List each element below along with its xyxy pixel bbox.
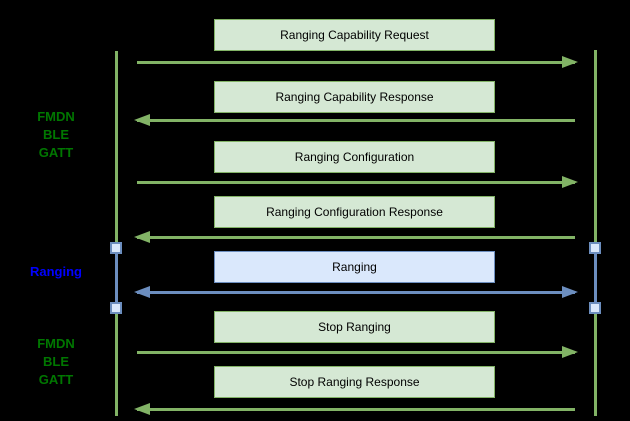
arrow-shaft	[137, 118, 575, 122]
arrow-left-ranging-configuration-response	[134, 231, 577, 243]
box-stop-ranging: Stop Ranging	[214, 311, 495, 343]
arrow-shaft	[137, 290, 575, 294]
box-ranging-configuration-response: Ranging Configuration Response	[214, 196, 495, 228]
phase-label-fmdn-ble-gatt-top: FMDN BLE GATT	[12, 108, 100, 162]
phase-label-ranging: Ranging	[30, 264, 82, 279]
box-stop-ranging-response: Stop Ranging Response	[214, 366, 495, 398]
phase-label-line: BLE	[43, 127, 69, 142]
arrow-shaft	[137, 60, 575, 64]
ranging-start-marker-right	[589, 242, 601, 254]
arrow-left-ranging-capability-response	[134, 114, 577, 126]
arrow-left-stop-ranging-response	[134, 403, 577, 415]
lifeline-right-ranging-segment	[594, 247, 597, 308]
phase-label-line: GATT	[38, 145, 74, 160]
arrow-right-ranging-configuration	[135, 176, 578, 188]
lifeline-right	[594, 50, 597, 416]
lifeline-left-ranging-segment	[115, 247, 118, 308]
box-ranging: Ranging	[214, 251, 495, 283]
arrow-shaft	[137, 407, 575, 411]
box-ranging-capability-response: Ranging Capability Response	[214, 81, 495, 113]
box-ranging-capability-request: Ranging Capability Request	[214, 19, 495, 51]
arrow-right-ranging-capability-request	[135, 56, 578, 68]
arrow-shaft	[137, 180, 575, 184]
ranging-start-marker-left	[110, 242, 122, 254]
ranging-end-marker-left	[110, 302, 122, 314]
lifeline-left	[115, 51, 118, 416]
phase-label-line: BLE	[43, 354, 69, 369]
ranging-end-marker-right	[589, 302, 601, 314]
arrow-right-stop-ranging	[135, 346, 578, 358]
arrow-shaft	[137, 235, 575, 239]
phase-label-line: GATT	[38, 372, 74, 387]
phase-label-line: FMDN	[37, 336, 75, 351]
arrow-shaft	[137, 350, 575, 354]
phase-label-line: FMDN	[37, 109, 75, 124]
phase-label-fmdn-ble-gatt-bottom: FMDN BLE GATT	[12, 335, 100, 389]
box-ranging-configuration: Ranging Configuration	[214, 141, 495, 173]
arrow-bidirectional-ranging	[134, 286, 578, 298]
